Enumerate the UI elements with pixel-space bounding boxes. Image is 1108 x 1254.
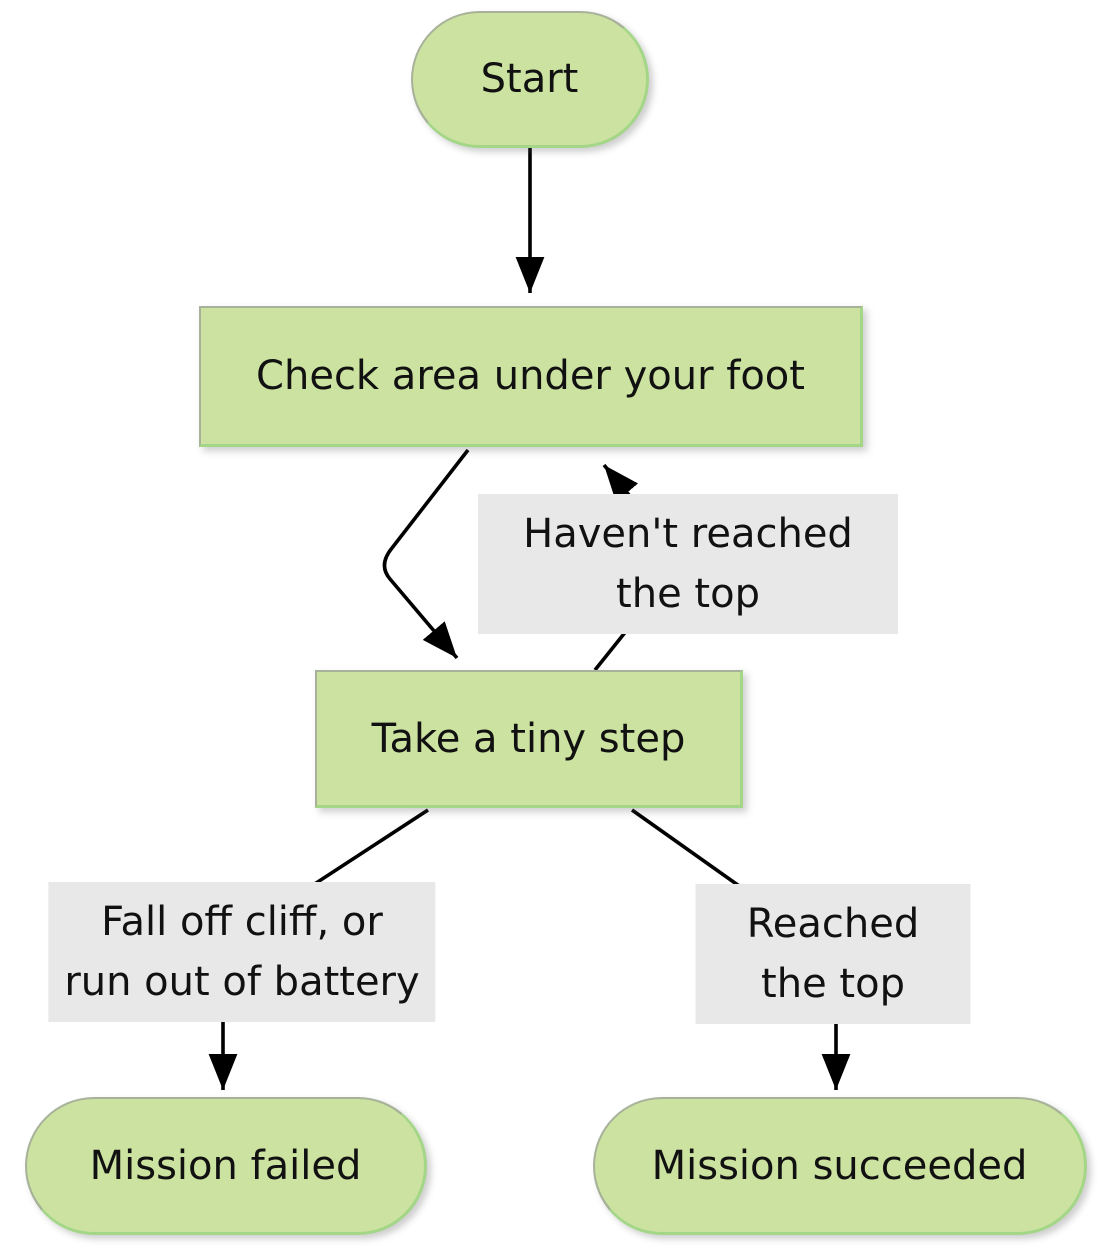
edge-label-reached-top: Reached the top [695,884,971,1024]
edge-check-to-take [382,448,470,660]
edge-label-fall-off-cliff: Fall off cliff, or run out of battery [48,882,436,1022]
node-start: Start [411,11,649,148]
edge-label-havent-reached-top: Haven't reached the top [478,494,898,634]
node-take-step-label: Take a tiny step [371,715,686,762]
node-check-area: Check area under your foot [199,306,863,447]
node-take-step: Take a tiny step [315,670,743,808]
node-start-label: Start [480,56,579,102]
node-mission-failed-label: Mission failed [89,1142,362,1189]
node-mission-failed: Mission failed [25,1097,427,1235]
node-mission-succeeded-label: Mission succeeded [651,1142,1028,1189]
node-mission-succeeded: Mission succeeded [593,1097,1087,1235]
node-check-area-label: Check area under your foot [256,353,805,399]
